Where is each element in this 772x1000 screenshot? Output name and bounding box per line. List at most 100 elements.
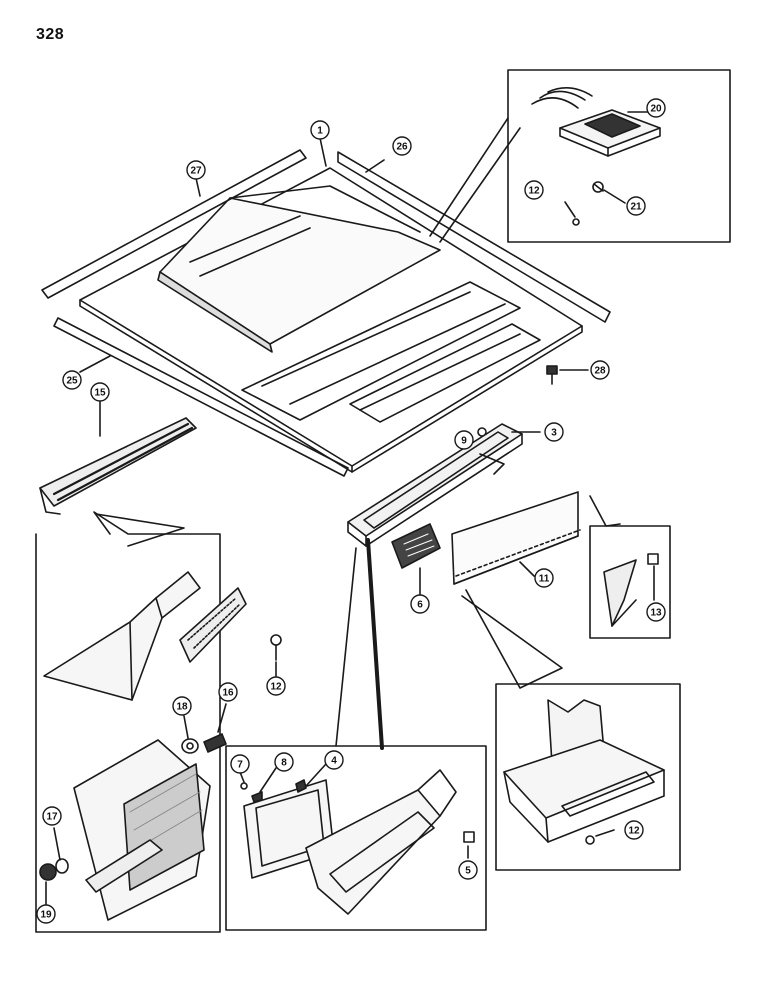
callout-circle <box>186 160 206 180</box>
leader-27 <box>195 177 201 197</box>
callout-label: 26 <box>396 142 408 153</box>
bolt-16 <box>203 733 227 753</box>
callout-label: 21 <box>630 202 642 213</box>
callout-circle <box>534 568 554 588</box>
callout-label: 7 <box>237 760 243 771</box>
callout-circle <box>544 422 564 442</box>
inset-box-dome-lamp <box>507 69 731 243</box>
rail-25 <box>53 317 349 477</box>
callout-c7: 7 <box>230 754 250 774</box>
callout-label: 12 <box>628 826 640 837</box>
leader-16 <box>217 703 227 733</box>
leader-21 <box>603 189 626 204</box>
end-cap-part <box>305 769 457 915</box>
callout-c8: 8 <box>274 752 294 772</box>
leader-inset-lamp-2 <box>439 127 521 243</box>
callout-label: 3 <box>551 428 557 439</box>
callout-label: 9 <box>461 436 467 447</box>
callout-circle <box>62 370 82 390</box>
leader-inset-console-heavy <box>366 538 384 750</box>
callout-circle <box>646 98 666 118</box>
callout-circle <box>324 750 344 770</box>
weatherstrip-15 <box>39 417 197 515</box>
leader-11 <box>519 561 535 577</box>
hinge-upper-part <box>43 571 247 701</box>
callout-label: 4 <box>331 756 337 767</box>
callout-circle <box>266 676 286 696</box>
screw-12-panel <box>585 835 595 845</box>
callout-c18: 18 <box>172 696 192 716</box>
dome-lamp-part <box>531 87 661 157</box>
vent-6 <box>391 523 441 569</box>
callout-c1: 1 <box>310 120 330 140</box>
callout-label: 25 <box>66 376 78 387</box>
clip-8 <box>251 791 263 803</box>
leader-26 <box>365 159 385 173</box>
callout-circle <box>590 360 610 380</box>
callout-label: 28 <box>594 366 606 377</box>
callout-c25: 25 <box>62 370 82 390</box>
callout-circle <box>230 754 250 774</box>
callout-label: 18 <box>176 702 188 713</box>
callout-c9: 9 <box>454 430 474 450</box>
leader-18 <box>183 715 189 739</box>
rail-26 <box>337 151 611 323</box>
bolt-28 <box>546 365 558 385</box>
callout-label: 17 <box>46 812 58 823</box>
panel-end-part <box>503 699 665 843</box>
bracket-part <box>603 553 659 627</box>
callout-c11: 11 <box>534 568 554 588</box>
callout-label: 1 <box>317 126 323 137</box>
callout-label: 27 <box>190 166 202 177</box>
callout-label: 16 <box>222 688 234 699</box>
callout-c13: 13 <box>646 602 666 622</box>
washer-17 <box>55 858 69 874</box>
callout-label: 20 <box>650 104 662 115</box>
callout-c28: 28 <box>590 360 610 380</box>
screw-12-small <box>572 218 580 226</box>
callout-c4: 4 <box>324 750 344 770</box>
callout-circle <box>624 820 644 840</box>
callout-c3: 3 <box>544 422 564 442</box>
callout-label: 6 <box>417 600 423 611</box>
callout-c17: 17 <box>42 806 62 826</box>
callout-label: 8 <box>281 758 287 769</box>
leader-inset-13 <box>589 495 621 527</box>
screw-12-hinge <box>270 634 282 661</box>
callout-circle <box>646 602 666 622</box>
page-number: 328 <box>36 26 65 43</box>
roof-panel <box>79 167 583 473</box>
leader-inset-15 <box>95 513 185 547</box>
callout-c26: 26 <box>392 136 412 156</box>
callout-c15: 15 <box>90 382 110 402</box>
callout-circle <box>172 696 192 716</box>
leader-inset-console <box>335 547 357 747</box>
leader-8 <box>259 767 277 793</box>
hinge-lower-part <box>73 739 211 921</box>
callout-label: 13 <box>650 608 662 619</box>
callout-c21: 21 <box>626 196 646 216</box>
callout-c12c: 12 <box>624 820 644 840</box>
callout-label: 12 <box>270 682 282 693</box>
nut-19 <box>39 863 57 881</box>
callout-circle <box>626 196 646 216</box>
callout-circle <box>218 682 238 702</box>
callout-circle <box>310 120 330 140</box>
clip-5 <box>463 831 475 843</box>
callout-label: 15 <box>94 388 106 399</box>
callout-circle <box>458 860 478 880</box>
callout-circle <box>274 752 294 772</box>
callout-circle <box>392 136 412 156</box>
leader-1 <box>319 137 327 167</box>
leader-17 <box>53 827 61 861</box>
callout-c27: 27 <box>186 160 206 180</box>
callout-circle <box>90 382 110 402</box>
callout-circle <box>524 180 544 200</box>
callout-c12b: 12 <box>266 676 286 696</box>
console-3 <box>347 423 523 547</box>
leader-12a <box>564 201 576 218</box>
washer-18 <box>181 738 199 754</box>
leader-4 <box>305 763 327 787</box>
callout-circle <box>454 430 474 450</box>
